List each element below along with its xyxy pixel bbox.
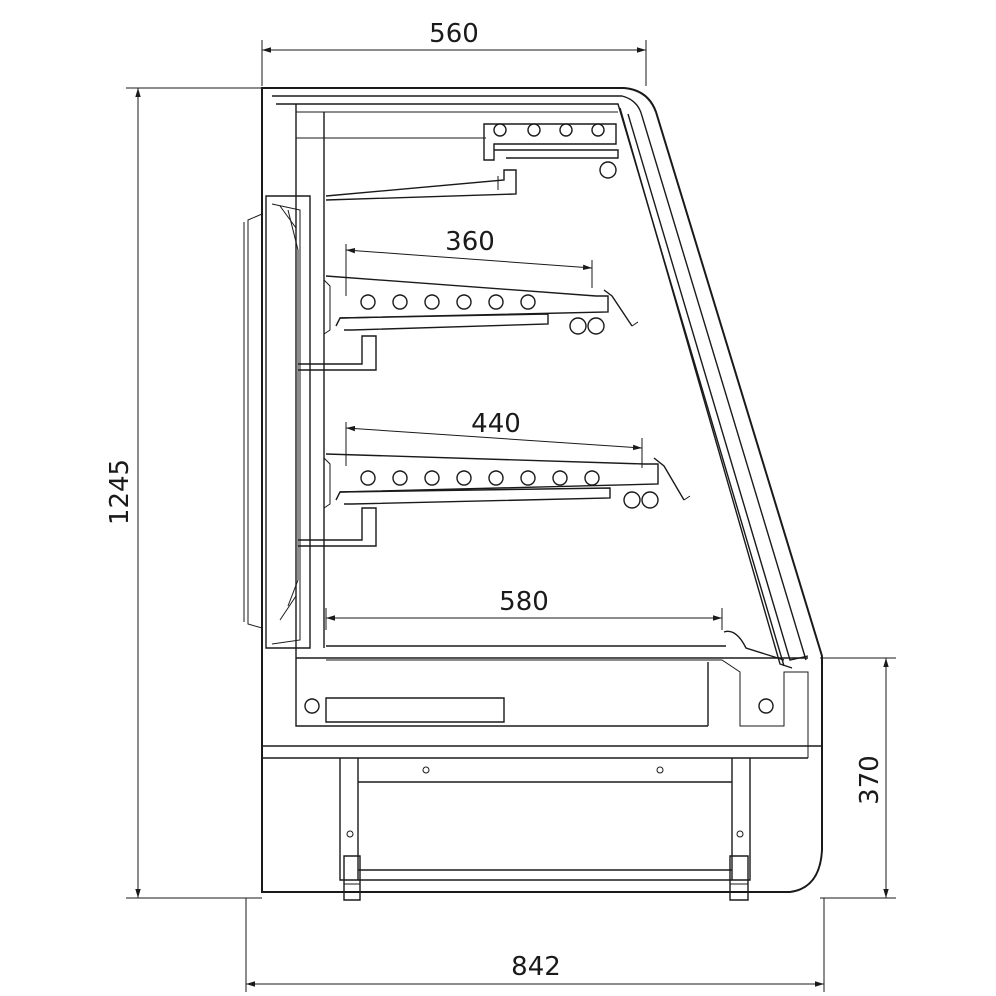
dimension-label-overall-depth: 842	[511, 952, 561, 982]
dimension-label-top-depth: 560	[429, 19, 479, 49]
dimension-top-depth: 560	[261, 19, 647, 86]
dimension-label-base-depth: 580	[499, 587, 549, 617]
dimension-shelf-middle: 440	[345, 409, 643, 468]
dimension-base-depth: 580	[325, 587, 723, 630]
cabinet-body	[243, 87, 823, 901]
shelf-middle	[298, 453, 691, 547]
dimension-overall-depth: 842	[245, 898, 825, 992]
dimension-label-base-height: 370	[855, 755, 885, 805]
dimension-shelf-top: 360	[345, 227, 593, 296]
dimension-overall-height: 1245	[105, 87, 262, 899]
top-light-bar	[325, 123, 619, 201]
shelf-upper	[298, 275, 639, 371]
dimension-base-height: 370	[820, 657, 896, 899]
dimension-label-overall-height: 1245	[105, 459, 135, 525]
dimension-label-shelf-middle: 440	[471, 409, 521, 439]
dimension-label-shelf-top: 360	[445, 227, 495, 257]
